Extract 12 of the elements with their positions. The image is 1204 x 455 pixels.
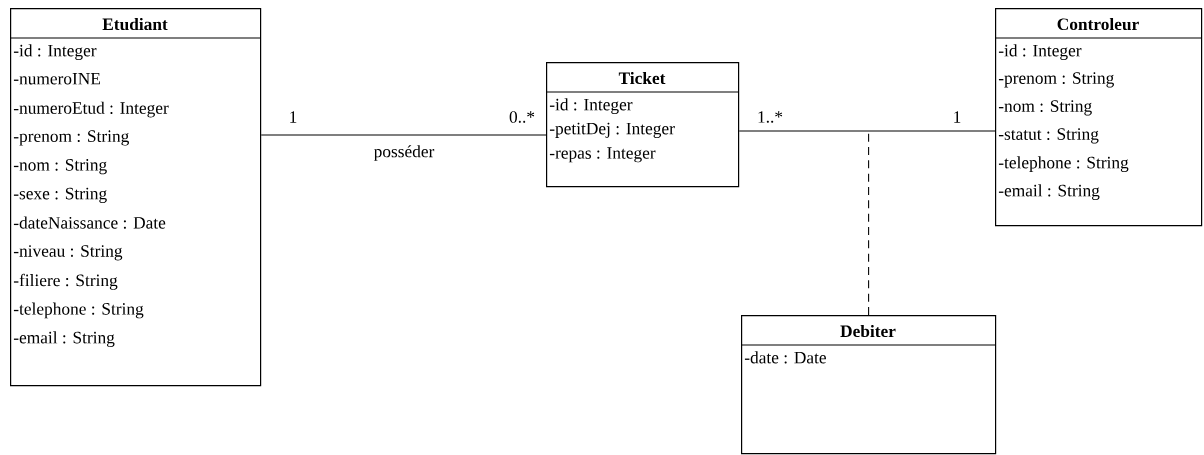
class-box: Ticket -id : Integer -petitDej : Integer -repas : Integer xyxy=(545,62,740,188)
association-line xyxy=(738,130,996,132)
class-box: Etudiant -id : Integer -numeroINE -numeroEtud : Integer -prenom : String -nom : String -sexe : String -dateNaissance : Date -niveau : String -filiere : String -telephone : String -email : String xyxy=(9,8,262,387)
class-box: Controleur -id : Integer -prenom : String -nom : String -statut : String -telephone : String -email : String xyxy=(994,8,1203,227)
class-box: Debiter -date : Date xyxy=(740,315,997,455)
multiplicity-label: 1..* xyxy=(758,111,783,123)
association-line xyxy=(260,134,547,136)
dashed-line xyxy=(868,130,870,316)
multiplicity-label: 1 xyxy=(954,111,961,123)
multiplicity-label: 0..* xyxy=(509,111,535,123)
edge-label: posséder xyxy=(372,143,436,163)
multiplicity-label: 1 xyxy=(290,111,297,123)
